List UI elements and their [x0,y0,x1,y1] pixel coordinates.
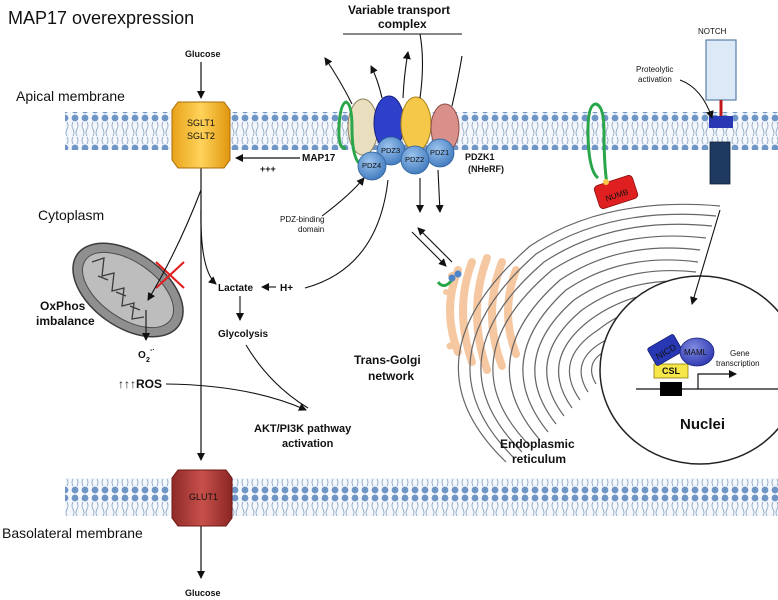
oxphos-label-1: OxPhos [40,299,86,313]
transcription-start-arrow [697,370,737,389]
csl-box [653,363,689,379]
notch-to-nucleus-arrow [690,209,721,305]
nherf-label: (NHeRF) [468,164,504,174]
hplus-curve [304,179,389,289]
notch-intracellular [709,141,731,185]
ros-label: ↑↑↑ROS [118,377,162,391]
complex-header-line1: Variable transport [348,3,450,17]
golgi-vesicle-a [448,274,456,282]
er-label-2: reticulum [512,452,566,466]
complex-down-arrow-2 [435,169,444,213]
numb-protein: NUMB [593,175,639,209]
glut1-transporter: GLUT1 [171,469,233,527]
complex-arrow-3 [402,51,411,99]
golgi-exchange-arrow-b [417,227,453,263]
maml-label: MAML [684,348,708,357]
glucose-to-mito-arrow [147,189,202,301]
glycolysis-label: Glycolysis [218,329,268,340]
oxphos-label-2: imbalance [36,314,95,328]
glucose-bottom-label: Glucose [185,588,221,598]
proteolytic-arrow [679,79,714,119]
gene-label-1: Gene [730,349,750,358]
complex-header-line2: complex [378,17,427,31]
gene-label-2: transcription [716,359,760,368]
glut1-label: GLUT1 [189,492,218,502]
glycolysis-to-akt-arrow [245,344,309,409]
glucose-top-label: Glucose [185,49,221,59]
complex-line-4 [419,33,424,99]
pdz3-label: PDZ3 [381,146,400,155]
nuclei-label: Nuclei [680,416,725,433]
pdz2-label: PDZ2 [405,155,424,164]
akt-label-2: activation [282,438,334,450]
er-label-1: Endoplasmic [500,437,575,451]
complex-arrow-2 [370,65,383,99]
inhibition-x-2 [155,261,185,289]
ros-to-akt-arrow [165,383,307,411]
superoxide-label: O 2 -· [138,347,155,364]
notch-extracellular [705,39,737,101]
mitochondrion [72,242,184,338]
map17-tether [337,100,365,168]
golgi-label-2: network [368,369,414,383]
lactate-label: Lactate [218,283,253,294]
pdz-binding-label-1: PDZ-binding [280,215,324,224]
svg-text:O: O [138,350,146,361]
pdz2-circle [400,145,430,175]
complex-arrow-1 [324,57,353,105]
pdz-binding-label-2: domain [298,225,324,234]
sglt2-label: SGLT2 [187,131,215,141]
numb-tether [586,102,610,191]
glucose-to-lactate-arrow [200,209,217,285]
golgi-exchange-arrow-a [411,231,447,267]
pdz-binding-pointer [321,177,365,217]
cytoplasm-label: Cytoplasm [38,207,104,223]
sglt1-label: SGLT1 [187,118,215,128]
pdzk1-label: PDZK1 [465,152,495,162]
notch-transmembrane [709,116,733,128]
basolateral-membrane-label: Basolateral membrane [2,525,143,541]
notch-label: NOTCH [698,27,727,36]
endoplasmic-reticulum [457,203,721,463]
maml-oval [679,337,715,367]
pdz4-circle [357,151,387,181]
pdz4-label: PDZ4 [362,161,381,170]
promoter-box [660,382,682,396]
trans-golgi-network [443,254,520,374]
pdz1-label: PDZ1 [430,148,449,157]
akt-label-1: AKT/PI3K pathway [254,423,352,435]
csl-label: CSL [662,366,681,376]
map17-plus-label: +++ [260,164,276,174]
svg-text:-·: -· [150,347,155,354]
golgi-label-1: Trans-Golgi [354,353,421,367]
golgi-tether [436,279,454,287]
pdz-domains: PDZ3 PDZ1 PDZ4 PDZ2 [357,136,455,181]
proteolytic-label-1: Proteolytic [636,65,673,74]
apical-membrane-label: Apical membrane [16,88,125,104]
complex-line-5 [451,55,463,107]
svg-text:2: 2 [146,357,150,364]
proteolytic-label-2: activation [638,75,672,84]
sglt-transporter: SGLT1 SGLT2 [171,101,231,169]
golgi-vesicle-b [454,270,462,278]
map17-label: MAP17 [302,153,336,164]
transporter-yellow [400,96,432,152]
nucleus [599,275,778,465]
diagram-title: MAP17 overexpression [8,8,194,28]
nicd-box [647,334,683,366]
hplus-label: H+ [280,283,293,294]
